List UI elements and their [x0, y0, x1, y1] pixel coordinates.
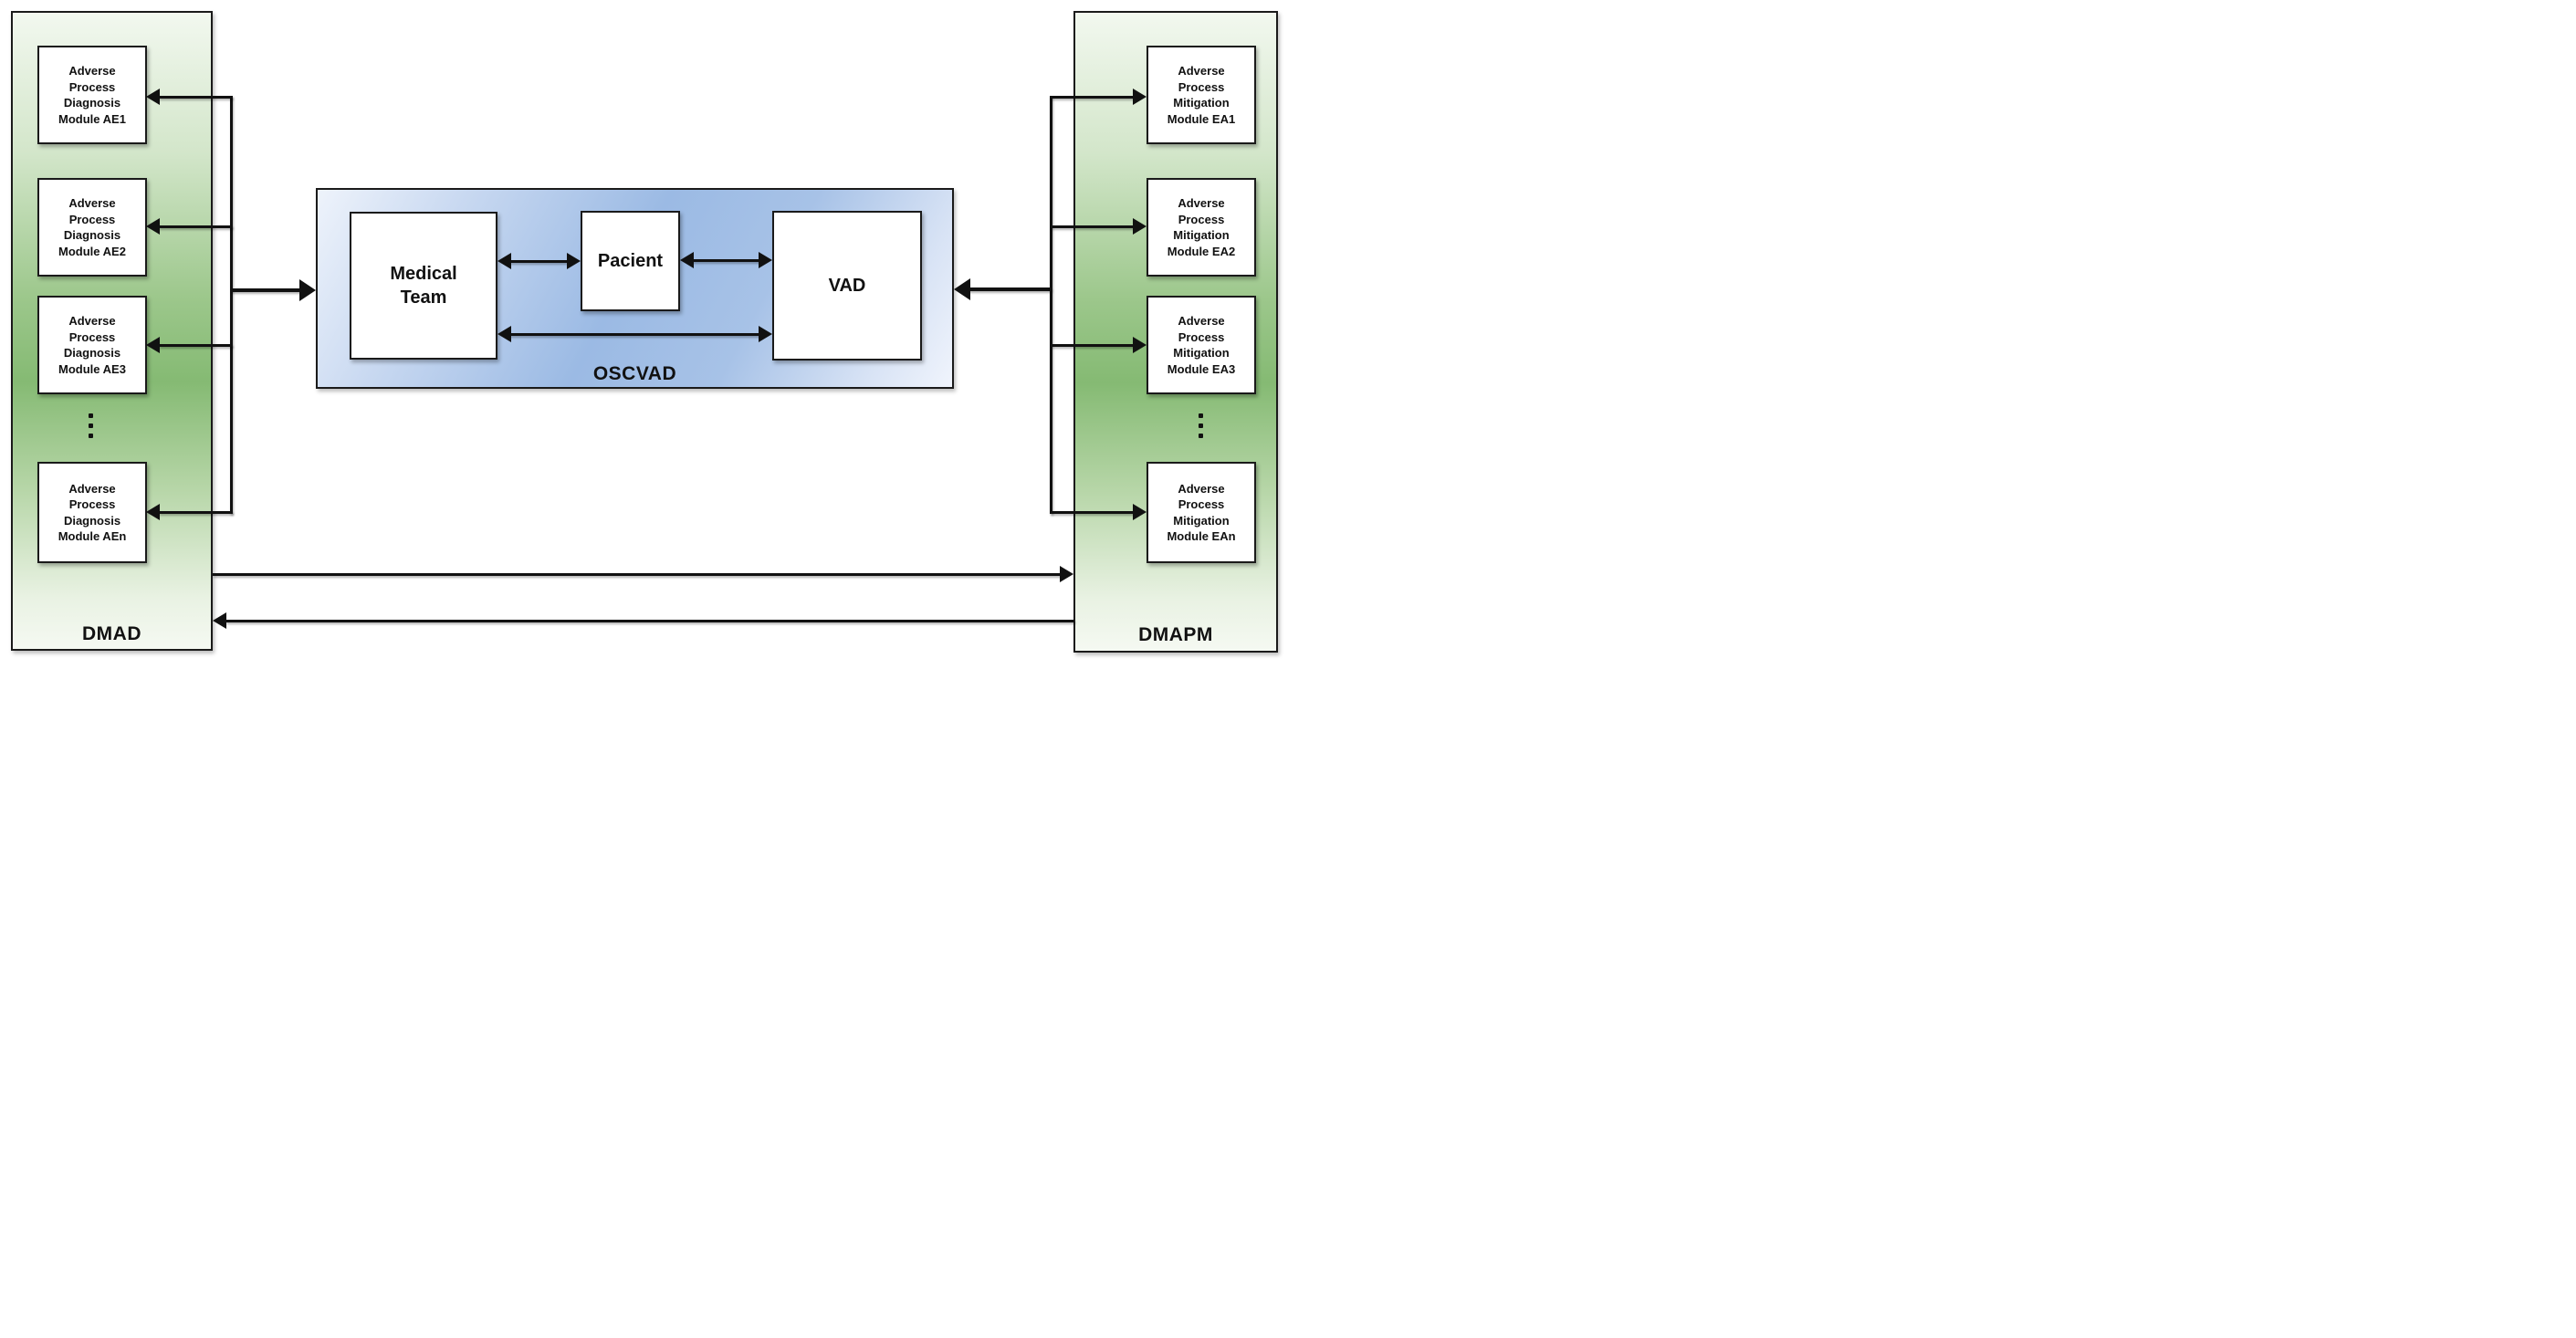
connector-dmapm-to-oscvad [969, 287, 1052, 291]
connector-trunk-to-ea2 [1051, 225, 1135, 228]
module-box-ea2: Adverse Process Mitigation Module EA2 [1147, 178, 1256, 277]
ellipsis-dot [89, 413, 93, 418]
arrowhead-into-oscvad-left [299, 279, 316, 301]
dmad-trunk-line [230, 96, 233, 514]
dmad-panel-label: DMAD [82, 623, 141, 644]
oscvad-panel-label: OSCVAD [592, 363, 677, 384]
arrowhead-into-ea2 [1133, 218, 1147, 235]
arrowhead-into-dmad [213, 612, 226, 629]
connector-dmad-to-oscvad [231, 288, 301, 292]
connector-trunk-to-ean [1051, 511, 1135, 514]
dmapm-panel-label: DMAPM [1138, 624, 1213, 645]
arrowhead-into-medical-team-lower [497, 326, 511, 342]
ellipsis-dot [89, 423, 93, 428]
arrowhead-into-medical-team-upper [497, 253, 511, 269]
system-diagram: DMAD Adverse Process Diagnosis Module AE… [0, 0, 1288, 669]
pacient-box: Pacient [581, 211, 680, 311]
connector-pacient-vad [692, 259, 760, 262]
connector-trunk-to-ea1 [1051, 96, 1135, 99]
arrowhead-into-aen [146, 504, 160, 520]
arrowhead-into-vad-upper [759, 252, 772, 268]
arrowhead-into-ae3 [146, 337, 160, 353]
connector-trunk-to-ea3 [1051, 344, 1135, 347]
arrowhead-into-pacient-right [680, 252, 694, 268]
ellipsis-dot [1199, 413, 1203, 418]
arrowhead-into-ean [1133, 504, 1147, 520]
module-box-ea3: Adverse Process Mitigation Module EA3 [1147, 296, 1256, 394]
module-box-ean: Adverse Process Mitigation Module EAn [1147, 462, 1256, 563]
connector-team-pacient [509, 260, 569, 263]
connector-trunk-to-aen [159, 511, 233, 514]
arrowhead-into-dmapm [1060, 566, 1073, 582]
arrowhead-into-oscvad-right [954, 278, 970, 300]
ellipsis-dot [89, 434, 93, 438]
ellipsis-dot [1199, 434, 1203, 438]
connector-dmad-to-dmapm [213, 573, 1062, 576]
connector-team-vad [509, 333, 760, 336]
arrowhead-into-ae2 [146, 218, 160, 235]
vad-box: VAD [772, 211, 922, 361]
module-box-ae1: Adverse Process Diagnosis Module AE1 [37, 46, 147, 144]
connector-trunk-to-ae1 [159, 96, 233, 99]
connector-trunk-to-ae3 [159, 344, 233, 347]
arrowhead-into-ae1 [146, 89, 160, 105]
connector-dmapm-to-dmad [225, 620, 1074, 622]
dmapm-trunk-line [1050, 96, 1052, 514]
dmad-vertical-ellipsis [89, 413, 93, 438]
dmapm-vertical-ellipsis [1199, 413, 1203, 438]
ellipsis-dot [1199, 423, 1203, 428]
arrowhead-into-ea1 [1133, 89, 1147, 105]
arrowhead-into-vad-lower [759, 326, 772, 342]
module-box-ae3: Adverse Process Diagnosis Module AE3 [37, 296, 147, 394]
arrowhead-into-pacient-left [567, 253, 581, 269]
connector-trunk-to-ae2 [159, 225, 233, 228]
arrowhead-into-ea3 [1133, 337, 1147, 353]
module-box-ae2: Adverse Process Diagnosis Module AE2 [37, 178, 147, 277]
medical-team-box: Medical Team [350, 212, 497, 360]
module-box-ea1: Adverse Process Mitigation Module EA1 [1147, 46, 1256, 144]
module-box-aen: Adverse Process Diagnosis Module AEn [37, 462, 147, 563]
